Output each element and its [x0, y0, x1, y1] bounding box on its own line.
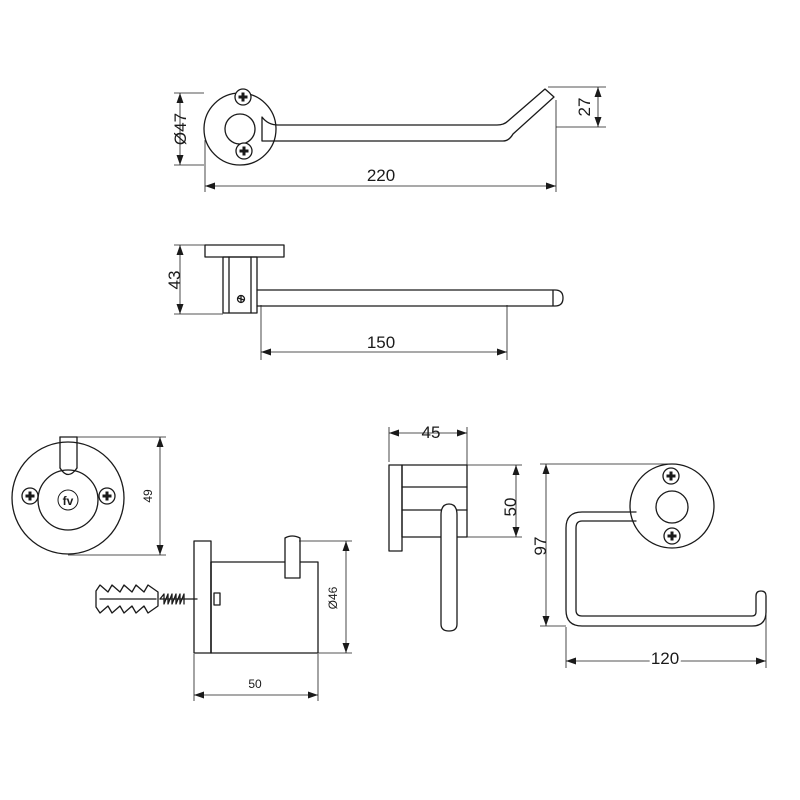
mounting-screw-icon: [98, 487, 116, 505]
hook-flange-outline: [11, 441, 125, 555]
holder-center-boss: [655, 490, 689, 524]
towel-bar-arm: [261, 88, 555, 142]
hook-side-view: Ø46 50: [95, 535, 352, 701]
height-dimension-label: 49: [141, 489, 155, 503]
width-dimension-label: 120: [651, 649, 679, 668]
set-screw-icon: [236, 294, 246, 304]
towel-bar-top-view: Ø47 27 220: [171, 86, 606, 192]
flange-center-hole: [224, 113, 256, 145]
diameter-dimension-label: Ø47: [171, 113, 190, 145]
length-dimension-label: 150: [367, 333, 395, 352]
hook-prong: [284, 535, 301, 579]
towel-bar-side-view: 43 150: [165, 244, 564, 360]
wall-plug-and-screw-icon: [95, 584, 198, 614]
length-dimension-label: 220: [367, 166, 395, 185]
mounting-screw-icon: [235, 142, 253, 160]
towel-bar-rod: [256, 289, 564, 307]
hook-body: [210, 561, 319, 654]
depth-dimension-label: 50: [248, 677, 262, 691]
hook-center-boss: [37, 469, 99, 531]
bracket-body: [222, 256, 258, 314]
holder-arm-profile: [440, 503, 458, 632]
width-dimension-label: 45: [422, 423, 441, 442]
holder-flange-plate: [388, 464, 403, 552]
svg-text:fv: fv: [63, 494, 74, 508]
mounting-screw-icon: [21, 487, 39, 505]
paper-holder-front-view: 97 120: [531, 463, 767, 671]
height-dimension-label: 50: [501, 498, 520, 517]
holder-flange-outline: [629, 463, 715, 549]
hook-front-view: fv 49: [11, 436, 166, 556]
brand-logo-icon: fv: [57, 489, 79, 511]
height-dimension-label: 27: [575, 98, 594, 117]
hook-flange-plate: [193, 540, 212, 654]
mounting-screw-icon: [663, 527, 681, 545]
set-screw: [213, 592, 221, 606]
mounting-screw-icon: [662, 467, 680, 485]
paper-holder-side-view: 45 50: [388, 423, 522, 632]
mounting-screw-icon: [234, 88, 252, 106]
holder-body: [401, 464, 468, 538]
holder-arm: [565, 511, 767, 627]
height-dimension-label: 97: [531, 537, 550, 556]
diameter-dimension-label: Ø46: [326, 586, 340, 609]
height-dimension-label: 43: [165, 271, 184, 290]
flange-plate: [204, 244, 285, 258]
